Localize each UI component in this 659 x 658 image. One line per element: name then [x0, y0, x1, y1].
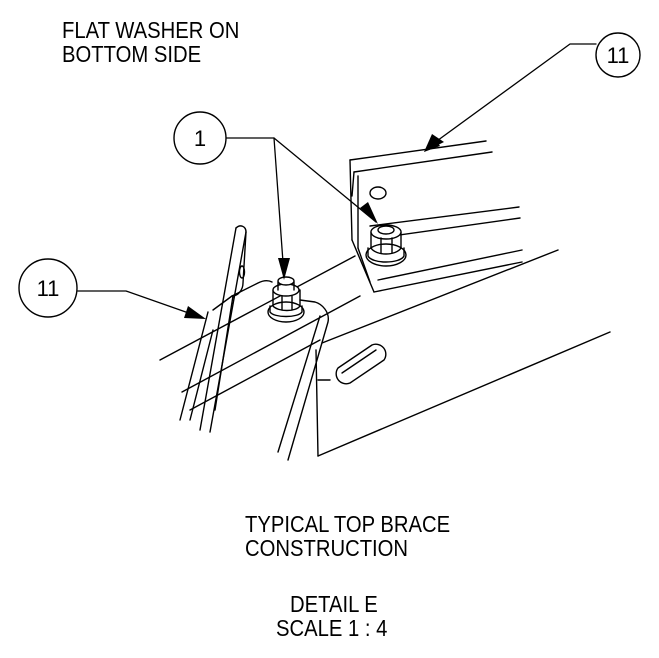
balloon-11-left-label: 11	[37, 276, 60, 301]
balloon-11-top-label: 11	[607, 43, 630, 68]
bolt-hole	[369, 186, 387, 200]
bolt-left	[267, 276, 305, 323]
arrowhead	[424, 134, 444, 152]
arrowhead	[360, 202, 378, 224]
washer-note-line-2: BOTTOM SIDE	[62, 41, 202, 67]
balloon-1-label: 1	[194, 126, 206, 151]
washer-note-line-1: FLAT WASHER ON	[62, 17, 240, 43]
balloon-11-top: 11	[595, 32, 641, 78]
left-angle-brace	[179, 225, 330, 461]
arrowhead	[184, 306, 206, 319]
title-line-1: TYPICAL TOP BRACE	[245, 511, 451, 537]
balloon-1: 1	[173, 111, 227, 165]
balloon-11-left: 11	[18, 258, 78, 318]
horizontal-channel	[159, 249, 611, 457]
arrowhead	[278, 258, 290, 280]
bolt-right	[365, 224, 407, 267]
right-angle-brace	[349, 140, 523, 293]
scale-label: SCALE 1 : 4	[276, 615, 388, 641]
leader-lines	[77, 43, 597, 318]
arrowheads	[184, 134, 444, 319]
slot-hole	[335, 343, 387, 385]
title-line-2: CONSTRUCTION	[245, 535, 409, 561]
detail-label: DETAIL E	[290, 591, 378, 617]
bolt-hole	[238, 265, 246, 279]
